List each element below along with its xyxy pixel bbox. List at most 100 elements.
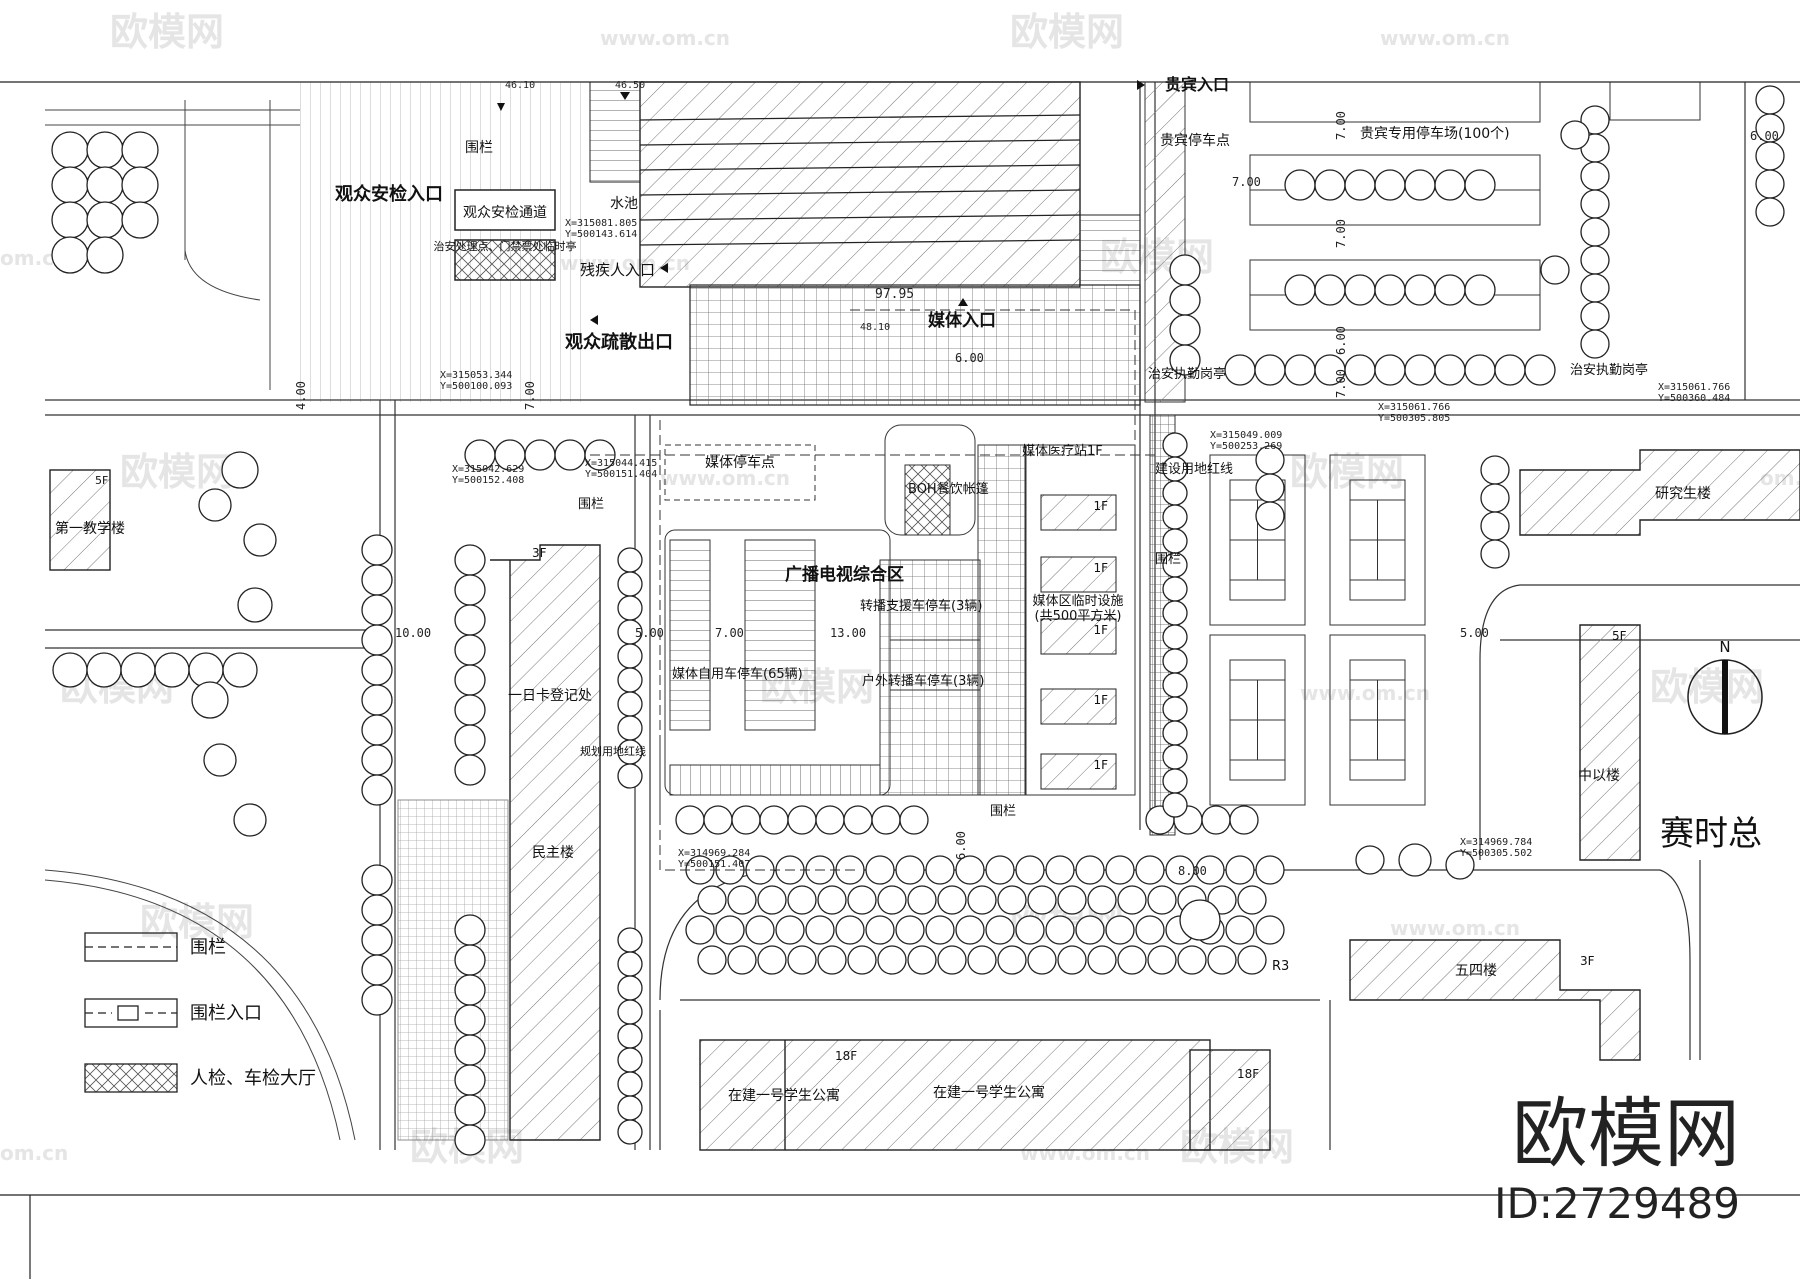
watermark-brand: 欧模网 bbox=[1290, 450, 1404, 494]
tree-symbol bbox=[51, 131, 89, 169]
security-booth-left-label: 治安执勤岗亭 bbox=[1148, 366, 1226, 382]
tree-symbol bbox=[1445, 850, 1475, 880]
tree-symbol bbox=[1177, 945, 1207, 975]
dimension-6-c: 6.00 bbox=[1750, 129, 1779, 143]
watermark-url: www.om.cn bbox=[1380, 26, 1510, 50]
tree-symbol bbox=[843, 805, 873, 835]
dorm-b-label: 在建一号学生公寓 bbox=[933, 1084, 1045, 1101]
coordinate-x-c5: X=315049.009 bbox=[1210, 430, 1282, 441]
tree-symbol bbox=[51, 236, 89, 274]
floor-label-18f-a: 18F bbox=[835, 1049, 857, 1063]
watermark-layer: 欧模网欧模网欧模网欧模网欧模网欧模网欧模网欧模网欧模网欧模网欧模网欧模网www.… bbox=[0, 10, 1800, 1169]
watermark-url: www.om.cn bbox=[660, 466, 790, 490]
tree-symbol bbox=[1162, 528, 1188, 554]
tree-symbol bbox=[617, 547, 643, 573]
tree-symbol bbox=[237, 587, 273, 623]
tree-symbol bbox=[1255, 855, 1285, 885]
coordinate-x-c4: X=315044.415 bbox=[585, 458, 657, 469]
coordinate-y-c8: Y=500151.407 bbox=[678, 859, 750, 870]
tree-symbol bbox=[865, 915, 895, 945]
legend-item-label: 围栏 bbox=[190, 937, 226, 958]
tree-symbol bbox=[1045, 915, 1075, 945]
tree-symbol bbox=[787, 885, 817, 915]
tree-symbol bbox=[1105, 915, 1135, 945]
tree-symbol bbox=[1105, 855, 1135, 885]
north-compass: N bbox=[1687, 638, 1763, 735]
tree-symbol bbox=[617, 1023, 643, 1049]
tree-symbol bbox=[121, 201, 159, 239]
tree-symbol bbox=[51, 166, 89, 204]
tree-symbol bbox=[1057, 945, 1087, 975]
planning-line-label: 规划用地红线 bbox=[580, 744, 646, 758]
tree-symbol bbox=[1580, 273, 1610, 303]
legend-item-label: 人检、车检大厅 bbox=[190, 1068, 316, 1089]
floor-label-3f-b: 3F bbox=[1580, 954, 1595, 968]
minzhu-building-label: 民主楼 bbox=[532, 845, 574, 861]
security-booth-right-label: 治安执勤岗亭 bbox=[1570, 362, 1648, 378]
tree-symbol bbox=[454, 604, 486, 636]
tree-symbol bbox=[361, 714, 393, 746]
tree-symbol bbox=[1404, 169, 1436, 201]
tree-symbol bbox=[1162, 576, 1188, 602]
legend-item-label: 围栏入口 bbox=[190, 1003, 262, 1024]
floor-label-5f-a: 5F bbox=[95, 474, 108, 487]
tree-symbol bbox=[1225, 855, 1255, 885]
tree-symbol bbox=[1540, 255, 1570, 285]
tree-symbol bbox=[805, 915, 835, 945]
tree-symbol bbox=[1404, 354, 1436, 386]
tree-symbol bbox=[361, 774, 393, 806]
tree-symbol bbox=[454, 664, 486, 696]
tree-symbol bbox=[1434, 354, 1466, 386]
media-clinic-label: 媒体医疗站1F bbox=[1022, 444, 1103, 459]
tree-symbol bbox=[51, 201, 89, 239]
tree-symbol bbox=[1237, 885, 1267, 915]
tree-symbol bbox=[1580, 217, 1610, 247]
tree-symbol bbox=[1162, 504, 1188, 530]
tree-symbol bbox=[454, 754, 486, 786]
tree-symbol bbox=[865, 855, 895, 885]
coordinate-x-c3: X=315042.629 bbox=[452, 464, 524, 475]
tennis-court-lines bbox=[1229, 659, 1286, 781]
tree-symbol bbox=[1162, 480, 1188, 506]
vip-entry-label: 贵宾入口 bbox=[1165, 75, 1229, 94]
dimension-6-b: 6.00 bbox=[1334, 326, 1348, 355]
tree-symbol bbox=[617, 571, 643, 597]
coordinate-y-c1: Y=500143.614 bbox=[565, 229, 637, 240]
broadcast-zone-label: 广播电视综合区 bbox=[785, 564, 904, 585]
fence-label-mid: 围栏 bbox=[578, 497, 604, 512]
tree-symbol bbox=[675, 805, 705, 835]
tree-symbol bbox=[617, 667, 643, 693]
dimension-7-a: 7.00 bbox=[1232, 175, 1261, 189]
tree-symbol bbox=[1147, 885, 1177, 915]
tree-symbol bbox=[847, 885, 877, 915]
tree-symbol bbox=[1494, 354, 1526, 386]
watermark-url: www.om.cn bbox=[1300, 681, 1430, 705]
event-hq-label-partial: 赛时总 bbox=[1660, 814, 1762, 854]
temp-facility-box bbox=[1040, 753, 1117, 790]
tree-symbol bbox=[757, 885, 787, 915]
stadium-block bbox=[589, 81, 1141, 288]
tree-symbol bbox=[454, 914, 486, 946]
dimension-7-c: 7.00 bbox=[1334, 219, 1348, 248]
tree-symbol bbox=[86, 166, 124, 204]
tree-symbol bbox=[361, 924, 393, 956]
tree-symbol bbox=[1169, 314, 1201, 346]
tree-symbol bbox=[1374, 354, 1406, 386]
tree-symbol bbox=[1355, 845, 1385, 875]
legend-graphics bbox=[84, 932, 178, 1093]
tree-symbol bbox=[925, 855, 955, 885]
tree-symbol bbox=[454, 1094, 486, 1126]
tennis-court-lines bbox=[1229, 479, 1286, 601]
first-teaching-building-label: 第一教学楼 bbox=[55, 520, 125, 537]
tree-symbol bbox=[1162, 432, 1188, 458]
tree-symbol bbox=[617, 643, 643, 669]
viewer-security-entry-label: 观众安检入口 bbox=[335, 183, 443, 205]
watermark-url: www.om.cn bbox=[1390, 916, 1520, 940]
tree-symbol bbox=[967, 945, 997, 975]
tree-symbol bbox=[1580, 161, 1610, 191]
tree-symbol bbox=[1580, 329, 1610, 359]
tree-symbol bbox=[1580, 189, 1610, 219]
tree-symbol bbox=[52, 652, 88, 688]
tree-symbol bbox=[1284, 169, 1316, 201]
